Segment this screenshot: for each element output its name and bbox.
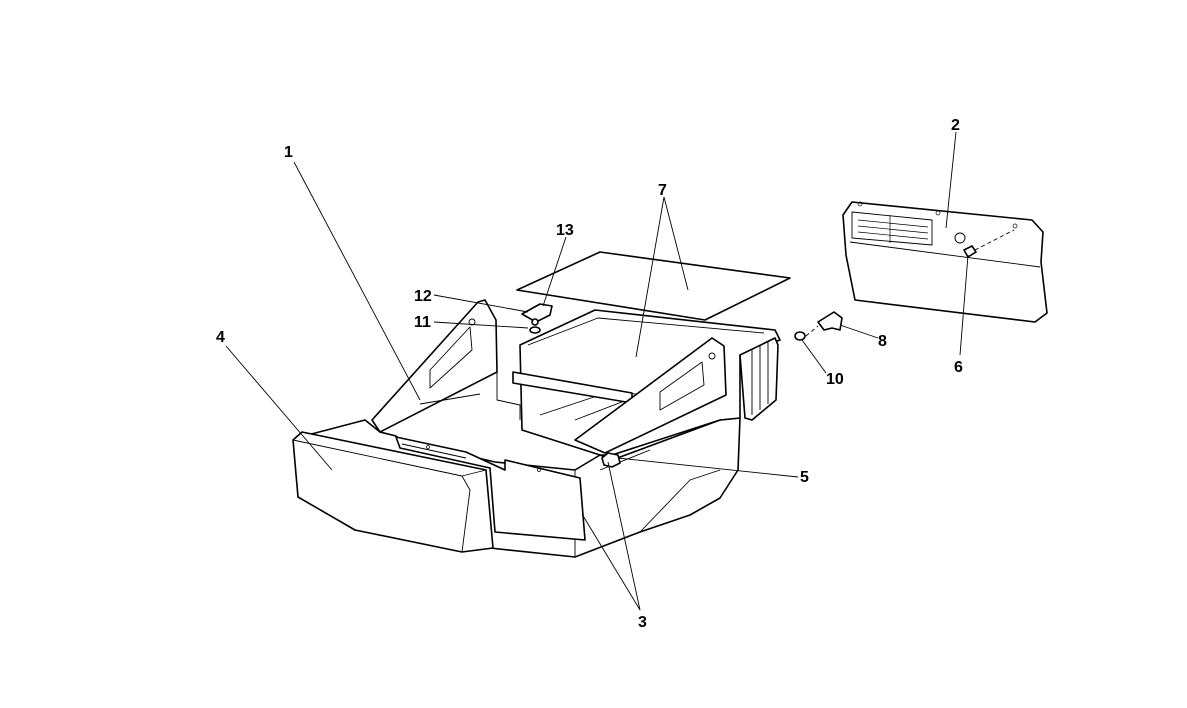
callout-4: 4 — [216, 329, 225, 346]
leader-lines — [225, 131, 969, 611]
callout-11: 11 — [414, 314, 431, 331]
callout-12: 12 — [414, 288, 432, 305]
part-5-latch — [601, 452, 621, 468]
callout-10: 10 — [826, 371, 844, 388]
callout-7: 7 — [658, 182, 667, 199]
callout-2: 2 — [951, 117, 960, 134]
callout-5: 5 — [800, 469, 809, 486]
callout-8: 8 — [878, 333, 887, 350]
callout-1: 1 — [284, 144, 293, 161]
part-3-front-panel — [395, 436, 586, 541]
callout-6: 6 — [954, 359, 963, 376]
part-10-nut — [794, 325, 819, 341]
callout-labels: 1 2 3 4 5 6 7 8 10 11 12 13 — [216, 117, 963, 631]
part-4-left-cover — [292, 431, 494, 553]
part-8-bracket — [817, 311, 843, 331]
callout-13: 13 — [556, 222, 574, 239]
part-7-lid-panel — [516, 251, 791, 321]
part-6-screw — [963, 229, 1015, 258]
part-2-rear-grille-panel — [842, 201, 1048, 323]
callout-3: 3 — [638, 614, 647, 631]
part-11-12-13-hinge — [521, 303, 553, 334]
